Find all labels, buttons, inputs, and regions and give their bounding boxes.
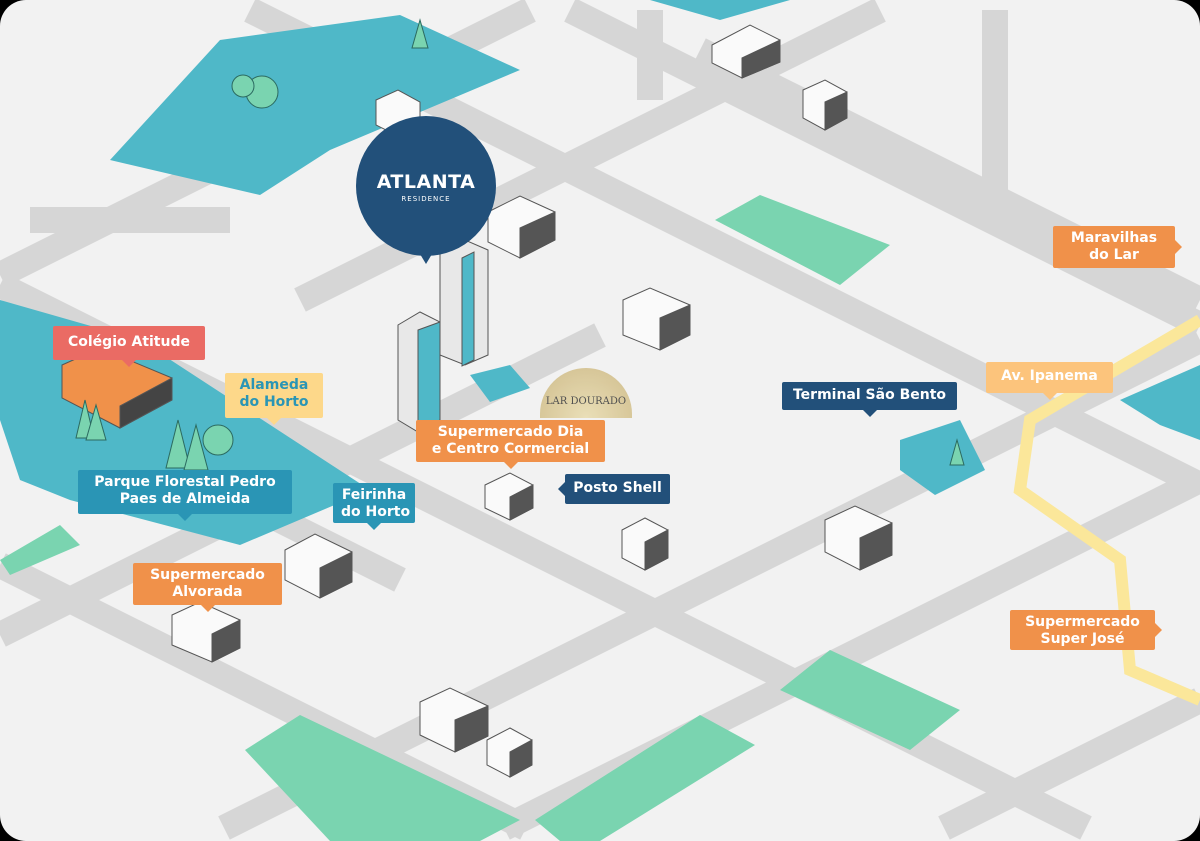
- label-text-line2: e Centro Cormercial: [431, 441, 590, 457]
- project-subtitle: RESIDENCE: [401, 195, 451, 203]
- label-text-line2: do Horto: [341, 504, 411, 520]
- label-text: Posto Shell: [573, 480, 662, 496]
- label-text-line1: Supermercado Dia: [437, 424, 584, 440]
- label-text-line1: Parque Florestal Pedro: [94, 474, 276, 490]
- label-alameda-do-horto[interactable]: Alameda do Horto: [225, 373, 323, 425]
- buildings: [61, 24, 893, 778]
- trees: [75, 18, 965, 471]
- atlanta-towers: [397, 239, 489, 433]
- avenue-ipanema-road: [1013, 314, 1200, 706]
- label-posto-shell[interactable]: Posto Shell: [558, 474, 670, 504]
- label-text-line1: Maravilhas: [1070, 230, 1158, 246]
- label-text-line2: Paes de Almeida: [119, 491, 251, 507]
- school-building: [61, 347, 173, 429]
- label-text: Terminal São Bento: [792, 387, 947, 403]
- project-name: ATLANTA: [376, 171, 476, 193]
- label-terminal-sao-bento[interactable]: Terminal São Bento: [782, 382, 957, 417]
- atlanta-residence-pin[interactable]: ATLANTA RESIDENCE: [356, 116, 496, 264]
- label-text-line1: Supermercado: [150, 567, 265, 583]
- label-text-line2: Alvorada: [172, 584, 243, 600]
- watermark-text: LAR DOURADO: [545, 396, 627, 407]
- label-text-line1: Feirinha: [341, 487, 407, 503]
- label-colegio-atitude[interactable]: Colégio Atitude: [53, 326, 205, 367]
- label-text: Alameda do Horto: [239, 377, 309, 410]
- label-text-line1: Supermercado: [1025, 614, 1140, 630]
- label-av-ipanema[interactable]: Av. Ipanema: [986, 362, 1113, 400]
- label-text: Colégio Atitude: [67, 334, 190, 350]
- label-text: Av. Ipanema: [1001, 368, 1098, 384]
- label-text-line2: do Lar: [1089, 247, 1139, 263]
- label-text-line2: Super José: [1040, 631, 1125, 647]
